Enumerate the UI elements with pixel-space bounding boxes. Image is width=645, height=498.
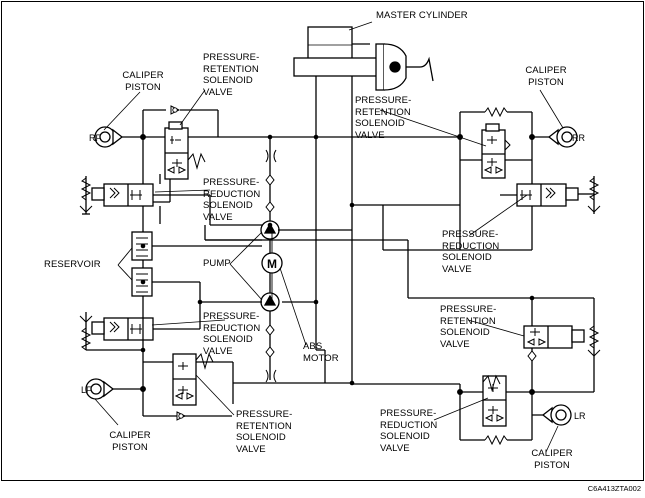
reservoir-label: RESERVOIR xyxy=(44,259,101,270)
wheel-lr-label: LR xyxy=(574,411,586,421)
figure-code: C6A413ZTA002 xyxy=(587,484,641,493)
rf-reduction-valve xyxy=(79,174,211,225)
caliper-piston-lr-label: CALIPER PISTON xyxy=(531,448,573,471)
lf-circuit xyxy=(85,296,234,421)
pump-lower xyxy=(260,292,280,312)
rr-circuit xyxy=(316,107,578,250)
retention-valve-rf-label: PRESSURE- RETENTION SOLENOID VALVE xyxy=(203,52,260,98)
caliper-piston-lf-label: CALIPER PISTON xyxy=(109,430,151,453)
rf-circuit xyxy=(94,105,316,240)
reduction-valve-lr-label: PRESSURE- REDUCTION SOLENOID VALVE xyxy=(380,408,438,454)
reduction-valve-lf-label: PRESSURE- REDUCTION SOLENOID VALVE xyxy=(203,311,261,357)
retention-valve-rr-label: PRESSURE- RETENTION SOLENOID VALVE xyxy=(355,95,412,141)
retention-valve-lr-label: PRESSURE- RETENTION SOLENOID VALVE xyxy=(440,304,497,350)
lr-retention-valve xyxy=(523,325,601,392)
caliper-piston-rf-label: CALIPER PISTON xyxy=(122,70,164,93)
diagram-frame xyxy=(1,1,644,481)
pump-label: PUMP xyxy=(203,258,231,269)
retention-valve-lf-label: PRESSURE- RETENTION SOLENOID VALVE xyxy=(236,409,293,455)
wheel-lf-label: LF xyxy=(81,385,92,395)
abs-motor-label: ABS MOTOR xyxy=(303,341,339,364)
wheel-rr-label: RR xyxy=(572,133,585,143)
reduction-valve-rr-label: PRESSURE- REDUCTION SOLENOID VALVE xyxy=(442,229,500,275)
caliper-piston-rr-label: CALIPER PISTON xyxy=(525,65,567,88)
master-cylinder-label: MASTER CYLINDER xyxy=(376,10,468,21)
lf-reduction-valve xyxy=(79,302,201,351)
motor-symbol: M xyxy=(267,257,277,271)
wheel-rf-label: RF xyxy=(89,133,101,143)
master-cylinder xyxy=(293,21,434,91)
rr-reduction-valve xyxy=(460,170,601,251)
lr-circuit xyxy=(352,374,594,445)
reduction-valve-rf-label: PRESSURE- REDUCTION SOLENOID VALVE xyxy=(203,177,261,223)
